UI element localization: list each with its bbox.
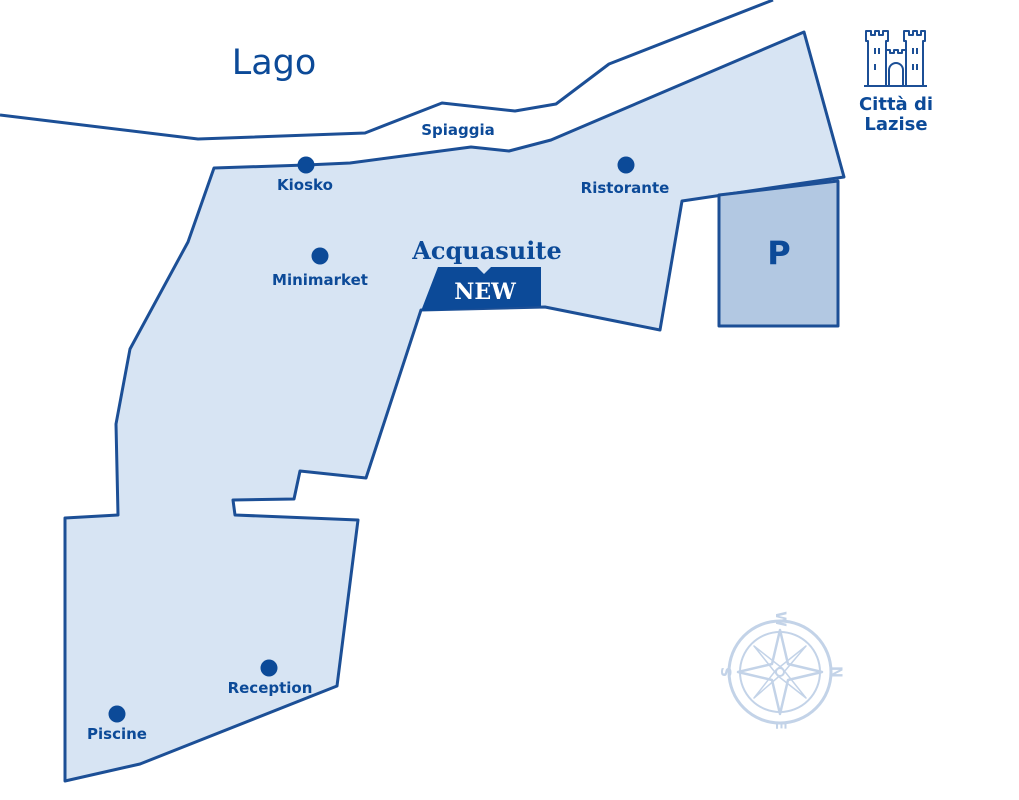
poi-label-reception: Reception xyxy=(228,679,313,697)
compass-south: S xyxy=(717,667,733,677)
compass-east: E xyxy=(772,720,788,730)
compass-west: W xyxy=(772,611,788,626)
poi-label-minimarket: Minimarket xyxy=(272,271,368,289)
new-badge-label: NEW xyxy=(454,279,516,305)
compass-north: N xyxy=(828,666,844,678)
poi-label-piscine: Piscine xyxy=(87,725,147,743)
castle-icon xyxy=(864,30,927,87)
new-badge[interactable] xyxy=(421,267,541,311)
parking-label: P xyxy=(767,234,790,272)
parking-area[interactable] xyxy=(717,179,840,328)
campsite-area[interactable] xyxy=(63,30,846,783)
acquasuite-title: Acquasuite xyxy=(411,236,561,265)
beach-label: Spiaggia xyxy=(421,121,495,139)
poi-label-ristorante: Ristorante xyxy=(581,179,670,197)
poi-marker-kiosko[interactable] xyxy=(297,156,315,174)
poi-label-kiosko: Kiosko xyxy=(277,176,333,194)
town-label-line2: Lazise xyxy=(864,114,927,135)
poi-marker-ristorante[interactable] xyxy=(617,156,635,174)
lake-label: Lago xyxy=(232,43,317,83)
compass-rose-icon: N E S W xyxy=(717,611,844,730)
town-label-line1: Città di xyxy=(859,94,933,115)
poi-marker-reception[interactable] xyxy=(260,659,278,677)
poi-marker-minimarket[interactable] xyxy=(311,247,329,265)
poi-marker-piscine[interactable] xyxy=(108,705,126,723)
lake-shoreline xyxy=(0,0,774,141)
